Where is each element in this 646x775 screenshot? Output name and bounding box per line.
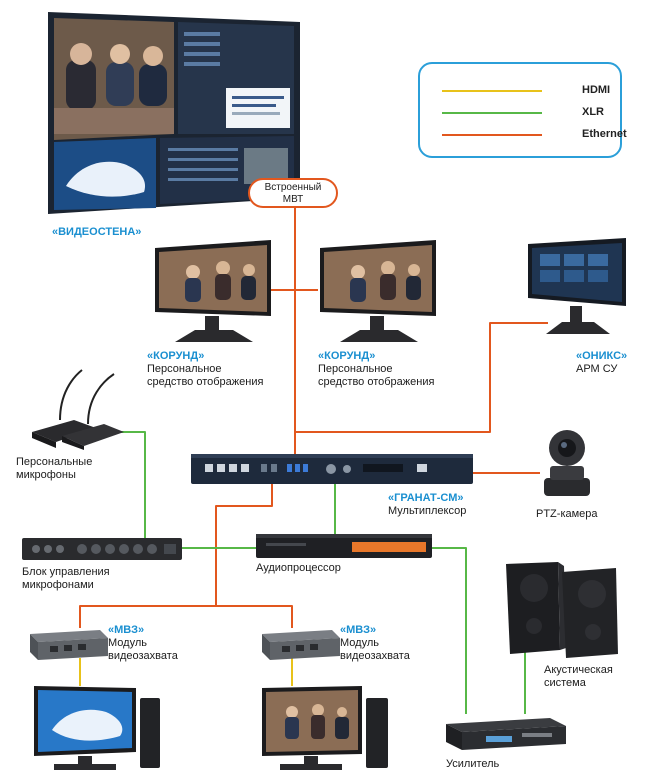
legend-label-xlr: XLR [582,106,604,118]
videowall-brand: «ВИДЕОСТЕНА» [52,226,142,238]
korund-1-brand: «КОРУНД» [147,350,205,362]
granat-label: «ГРАНАТ-СМ» Мультиплексор [388,492,466,518]
granat-multiplexer [191,454,473,484]
workstation-1 [34,686,160,770]
mvz-2-line2: видеозахвата [340,650,410,662]
videowall-image [48,12,300,214]
mics-line2: микрофоны [16,469,76,481]
mics-label: Персональные микрофоны [16,456,92,482]
microphones-image [32,369,124,450]
mvz-1-brand: «МВЗ» [108,624,145,636]
legend: HDMI XLR Ethernet [418,62,627,158]
eth-mvz2 [216,605,293,628]
legend-swatch-xlr [442,112,542,114]
amplifier [446,718,566,750]
mvt-line2: МВТ [282,194,304,205]
mics-line1: Персональные [16,456,93,468]
eth-oniks [295,322,548,433]
legend-label-ethernet: Ethernet [582,128,627,140]
oniks-brand: «ОНИКС» [576,350,628,362]
korund-monitor-1 [155,240,271,342]
audioproc-label: Аудиопроцессор [256,562,341,574]
mvt-line1: Встроенный [264,182,322,193]
ptz-label: PTZ-камера [536,508,598,520]
korund-2-line1: Персональное [318,363,393,375]
mvz-2-brand: «МВЗ» [340,624,377,636]
workstation-2 [262,686,388,770]
mvz-module-2 [262,630,340,660]
mvz-1-label: «МВЗ» Модуль видеозахвата [108,624,178,663]
korund-2-line2: средство отображения [318,376,435,388]
mvz-module-1 [30,630,108,660]
mic-control-label: Блок управления микрофонами [22,566,110,592]
legend-swatch-ethernet [442,134,542,136]
legend-item-hdmi: HDMI [442,84,612,98]
amp-label: Усилитель [446,758,500,770]
oniks-monitor [528,238,626,334]
speakers-line2: система [544,677,586,689]
mvz-1-line1: Модуль [108,637,147,649]
legend-label-hdmi: HDMI [582,84,611,96]
mvz-2-line1: Модуль [340,637,379,649]
korund-1-line1: Персональное [147,363,222,375]
speakers-line1: Акустическая [544,664,613,676]
granat-brand: «ГРАНАТ-СМ» [388,492,464,504]
mvz-1-line2: видеозахвата [108,650,178,662]
eth-mux-to-mvz [79,482,273,628]
mvz-2-label: «МВЗ» Модуль видеозахвата [340,624,410,663]
mvt-bubble: Встроенный МВТ [248,178,338,208]
korund-1-label: «КОРУНД» Персональное средство отображен… [147,350,287,389]
legend-swatch-hdmi [442,90,542,92]
legend-item-xlr: XLR [442,106,612,120]
oniks-line1: АРМ СУ [576,363,618,375]
xlr-audioproc-to-amp [428,547,467,714]
korund-2-label: «КОРУНД» Персональное средство отображен… [318,350,458,389]
korund-2-brand: «КОРУНД» [318,350,376,362]
oniks-label: «ОНИКС» АРМ СУ [576,350,627,376]
granat-line1: Мультиплексор [388,505,467,517]
legend-item-ethernet: Ethernet [442,128,627,142]
speakers-image [506,562,618,658]
korund-1-line2: средство отображения [147,376,264,388]
speakers-label: Акустическая система [544,664,613,690]
korund-monitor-2 [320,240,436,342]
mic-control-line1: Блок управления [22,566,110,578]
mic-control-unit [22,538,182,560]
audio-processor [256,534,432,558]
mic-control-line2: микрофонами [22,579,94,591]
ptz-camera [544,430,590,496]
